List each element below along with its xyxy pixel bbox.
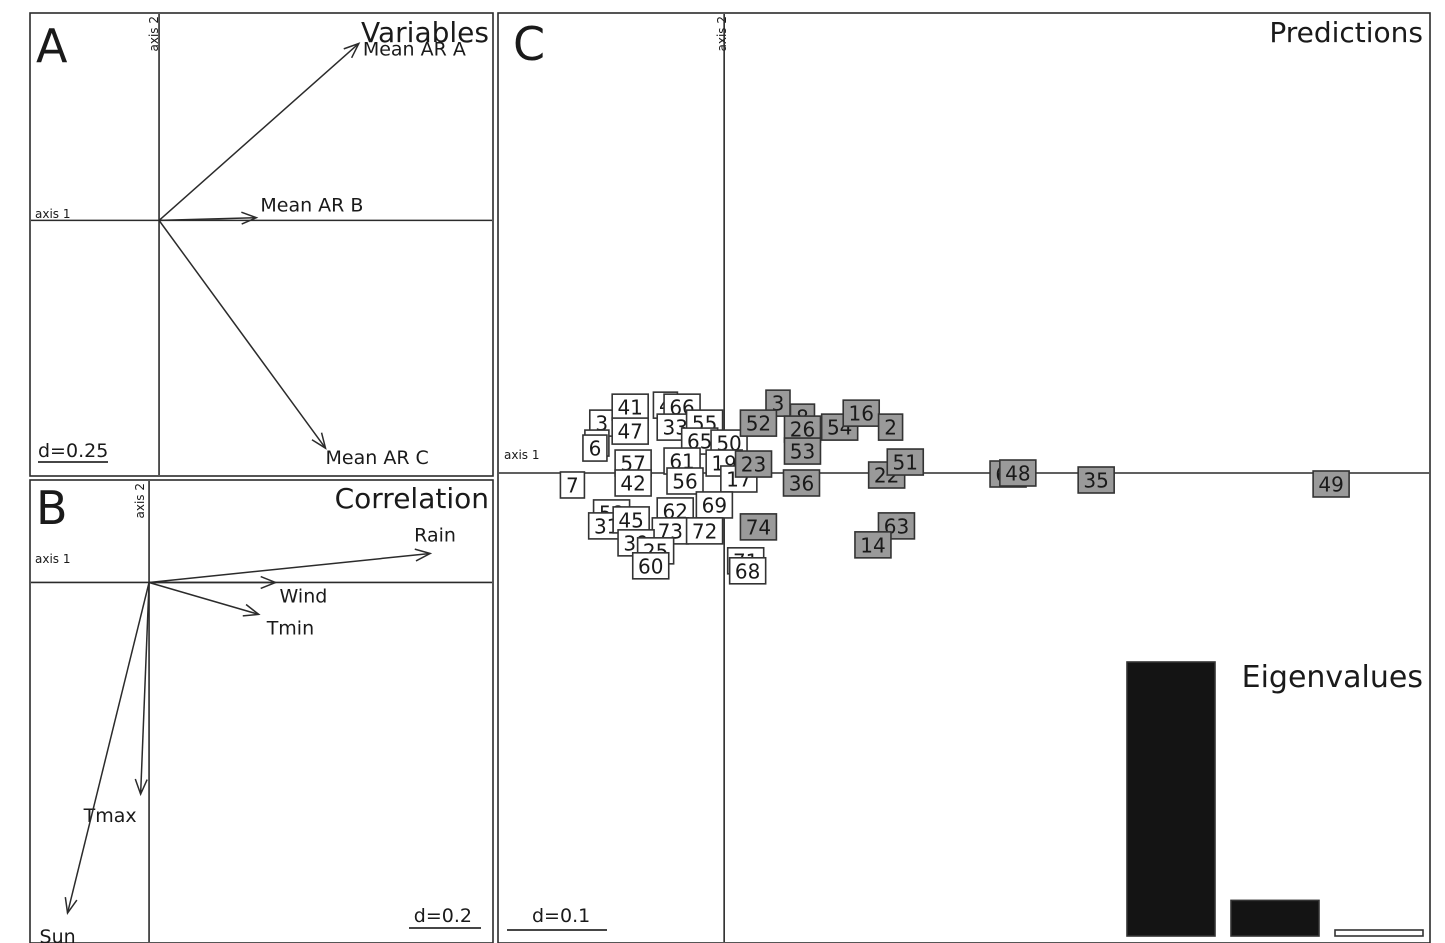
arrow-sun (64, 582, 150, 915)
point-label: 23 (741, 453, 766, 477)
panel-a-frame (29, 12, 494, 477)
point-label: 47 (617, 420, 642, 444)
eigenvalue-bar-1 (1126, 661, 1216, 937)
panel-c-title: Predictions (1269, 16, 1423, 49)
point-label: 53 (790, 440, 815, 464)
point-label-box: 14 (854, 531, 892, 559)
point-label: 56 (672, 469, 697, 493)
point-label-box: 42 (614, 469, 652, 497)
point-label: 36 (789, 471, 814, 495)
arrow-label: Sun (40, 926, 76, 943)
arrow-label: Wind (280, 585, 328, 607)
point-label: 35 (1083, 468, 1108, 492)
point-label-box: 60 (631, 552, 670, 580)
point-label: 72 (692, 519, 717, 543)
arrow-label: Mean AR B (260, 195, 363, 217)
point-label: 68 (735, 559, 760, 583)
point-label-box: 45 (612, 506, 650, 534)
point-label-box: 41 (611, 393, 649, 421)
panel-b-scale-label: d=0.2 (414, 905, 472, 927)
point-label: 51 (893, 451, 918, 475)
panel-a-variables: A Variables axis 1 axis 2 Mean AR A Mean … (29, 12, 494, 477)
point-label-box: 51 (886, 448, 925, 476)
point-label-box: 49 (1312, 470, 1350, 498)
panel-c-frame (497, 12, 1431, 943)
point-label-box: 69 (695, 491, 734, 519)
panel-c-scale-label: d=0.1 (532, 905, 590, 927)
panel-b-title: Correlation (335, 482, 489, 515)
arrow-tmax (134, 582, 150, 797)
panel-a-title: Variables (361, 16, 489, 49)
point-label: 14 (860, 533, 885, 557)
arrow-wind (149, 575, 278, 590)
arrow-label: Tmin (266, 617, 314, 639)
eigenvalues-title: Eigenvalues (1242, 660, 1423, 695)
panel-b-letter: B (36, 481, 68, 535)
arrow-label: Mean AR A (363, 38, 466, 60)
point-label: 49 (1318, 472, 1343, 496)
panel-b-correlation: B Correlation axis 1 axis 2 RainWindTmin… (29, 479, 494, 943)
point-label-box: 47 (611, 417, 649, 445)
point-label: 2 (884, 416, 897, 440)
panel-a-letter: A (36, 19, 68, 73)
eigenvalue-bar-3 (1334, 929, 1424, 937)
point-label-box: 72 (685, 517, 724, 545)
arrow-rain (148, 548, 433, 584)
arrow-label: Tmax (83, 805, 137, 827)
point-label: 16 (848, 402, 873, 426)
panel-c-axis1-label: axis 1 (504, 448, 540, 462)
point-label: 42 (620, 471, 645, 495)
point-label: 6 (589, 437, 602, 461)
point-label-box: 16 (842, 399, 881, 427)
point-label: 48 (1005, 462, 1030, 486)
arrow-mean-ar-b (159, 211, 259, 225)
point-label-box: 52 (739, 409, 778, 437)
panel-b-frame (29, 479, 494, 943)
point-label-box: 6 (582, 434, 608, 462)
point-label: 69 (702, 493, 727, 517)
arrow-tmin (148, 581, 261, 617)
point-label-box: 53 (783, 437, 822, 465)
point-label-box: 3 (765, 389, 791, 417)
panel-a-axis1-label: axis 1 (35, 207, 71, 221)
panel-b-axis1-label: axis 1 (35, 552, 71, 566)
point-label: 45 (618, 508, 643, 532)
arrow-mean-ar-c (158, 219, 327, 450)
point-label: 7 (566, 473, 579, 497)
point-label: 74 (746, 515, 771, 539)
panel-c-predictions: C Predictions axis 1 axis 2 316414663355… (497, 12, 1431, 943)
point-label-box: 54 (820, 413, 859, 441)
point-label-box: 36 (782, 469, 821, 497)
eigenvalue-bar-2 (1230, 899, 1320, 937)
point-label: 41 (617, 396, 642, 420)
panel-a-scale-label: d=0.25 (38, 440, 108, 462)
point-label-box: 56 (666, 467, 704, 495)
point-label: 52 (746, 412, 771, 436)
point-label-box: 23 (734, 450, 773, 478)
point-label-box: 2 (877, 413, 904, 441)
point-label-box: 7 (559, 471, 586, 499)
point-label-box: 74 (739, 513, 778, 541)
panel-c-letter: C (513, 17, 545, 71)
panel-c-axis2-label: axis 2 (715, 16, 729, 52)
panel-b-axis2-label: axis 2 (133, 483, 147, 519)
arrow-label: Rain (414, 524, 456, 546)
point-label-box: 68 (728, 556, 767, 585)
point-label-box: 48 (999, 459, 1037, 487)
point-label: 60 (638, 554, 663, 578)
eigenvalues-inset: Eigenvalues (1126, 660, 1424, 937)
arrow-label: Mean AR C (326, 447, 429, 469)
arrow-mean-ar-a (158, 42, 361, 221)
point-label-box: 35 (1077, 466, 1115, 494)
panel-a-axis2-label: axis 2 (147, 16, 161, 52)
